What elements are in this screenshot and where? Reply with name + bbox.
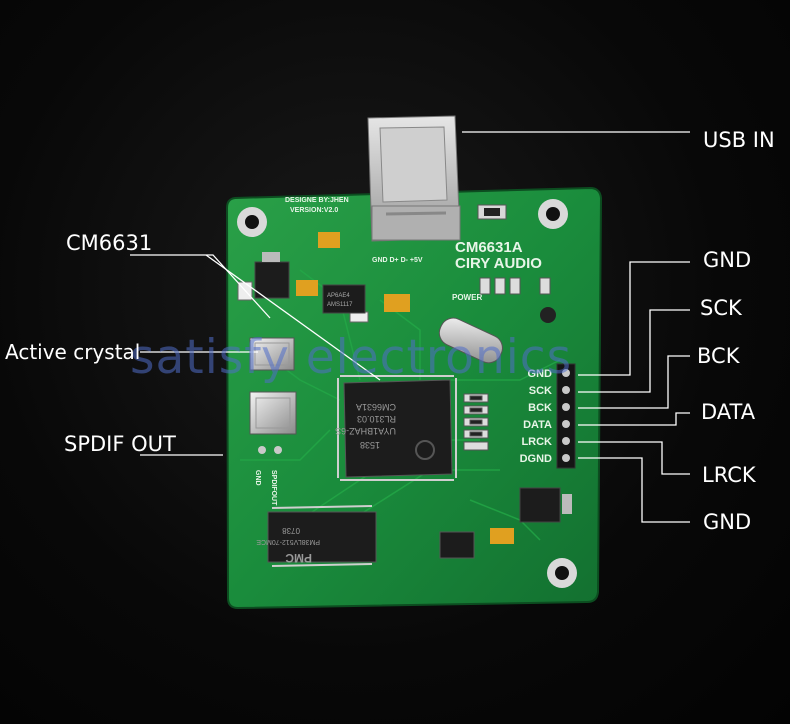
label-gnd-bottom: GND (703, 510, 752, 534)
silk-subtitle: CIRY AUDIO (455, 255, 542, 272)
silk-title: CM6631A (455, 239, 523, 256)
smd-part-b (479, 277, 491, 295)
spdif-pin-out: SPDIFOUT (270, 470, 277, 506)
crystal-oscillator-2 (249, 391, 297, 435)
chip-main-text-2: RL310.03 (357, 414, 396, 424)
spdif-header (258, 446, 282, 454)
voltage-regulator-1 (254, 252, 290, 299)
label-cm6631: CM6631 (66, 231, 153, 255)
mounting-hole-bottom-right (547, 558, 577, 588)
line-gnd-bottom (578, 457, 690, 523)
chip-main-text-1: CM6631A (356, 402, 396, 412)
line-cm6631 (130, 254, 271, 319)
resistor-array (463, 393, 489, 451)
pin-header (556, 363, 576, 469)
active-crystal-oscillator (249, 337, 295, 371)
tantalum-cap-2 (296, 280, 318, 296)
silk-designer: DESIGNE BY:JHEN (285, 197, 349, 204)
chip-main-text-4: 1538 (360, 440, 380, 450)
label-spdif-out: SPDIF OUT (64, 432, 176, 456)
line-lrck (578, 441, 690, 475)
watermark-text: satisfy electronics (130, 330, 573, 385)
mounting-hole-top-left (237, 207, 267, 237)
spdif-pin-gnd: GND (254, 470, 261, 486)
mounting-hole-top-right (538, 199, 568, 229)
header-pin-lrck: LRCK (521, 436, 552, 448)
voltage-regulator-2: AP6AE4 AMS1117 (322, 284, 366, 314)
cm6631a-chip: CM6631A RL310.03 UYA1BHAZ-6S 1538 (335, 375, 457, 481)
pmc-text-1: 0738 (282, 526, 300, 535)
header-pin-bck: BCK (528, 402, 552, 414)
line-data (578, 412, 690, 426)
usb-b-connector (367, 115, 461, 242)
pmc-text-3: PMC (285, 551, 312, 565)
silk-usb-pins: GND D+ D- +5V (372, 257, 423, 264)
header-pin-data: DATA (523, 419, 552, 431)
tantalum-cap-3 (384, 294, 410, 312)
header-pin-gnd: GND (528, 368, 553, 380)
header-pin-sck: SCK (529, 385, 552, 397)
line-sck (578, 309, 690, 393)
soic-chip (439, 531, 475, 559)
pmc-text-2: PM38LV512-70MCE (256, 538, 320, 545)
label-data: DATA (701, 400, 756, 424)
label-lrck: LRCK (702, 463, 756, 487)
reg-text-1: AP6AE4 (327, 293, 350, 299)
label-gnd-top: GND (703, 248, 752, 272)
label-usb-in: USB IN (703, 128, 775, 152)
chip-main-text-3: UYA1BHAZ-6S (335, 426, 396, 436)
tantalum-cap-1 (318, 232, 340, 248)
label-bck: BCK (697, 344, 740, 368)
transistor (540, 307, 556, 323)
label-active-crystal: Active crystal (5, 340, 141, 364)
silk-version: VERSION:V2.0 (290, 207, 338, 214)
tantalum-cap-4 (490, 528, 514, 544)
hc49-crystal (438, 317, 503, 364)
label-sck: SCK (700, 296, 742, 320)
line-gnd-top (578, 261, 690, 376)
reg-text-2: AMS1117 (327, 302, 353, 308)
annotation-lines (130, 131, 690, 523)
voltage-regulator-3 (519, 487, 572, 523)
line-bck (578, 355, 690, 409)
pmc-flash-chip: 0738 PM38LV512-70MCE PMC (256, 505, 377, 567)
header-pin-dgnd: DGND (520, 453, 552, 465)
silk-power: POWER (452, 293, 482, 302)
